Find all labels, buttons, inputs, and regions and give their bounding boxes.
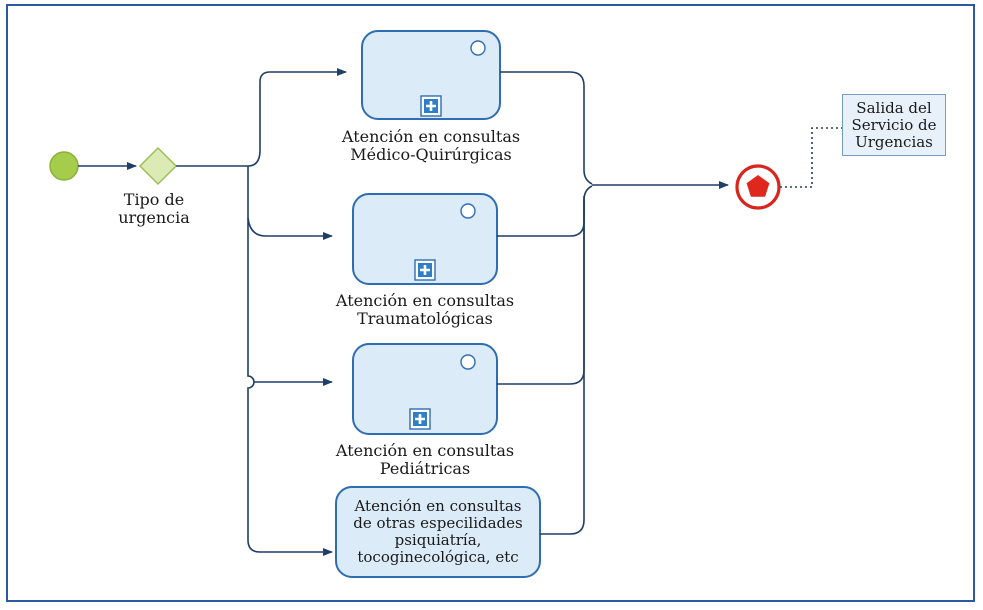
flow-from-task-trauma [497,185,593,237]
flow-to-task-medico [247,68,347,167]
task-box-medico[interactable] [361,30,501,120]
annotation-association [780,127,842,188]
task-label-trauma: Atención en consultas Traumatológicas [335,291,515,328]
flow-from-task-other [540,200,585,535]
task-boundary-event-icon [460,203,476,219]
flow-from-task-pediatric [497,196,585,385]
task-label-other: Atención en consultas de otras especilid… [353,497,523,566]
diagram-frame [6,4,975,602]
text-annotation-exit: Salida del Servicio de Urgencias [842,94,946,156]
task-box-other[interactable] [335,486,541,578]
exclusive-gateway-icon[interactable] [138,146,178,186]
flow-trunk-down [247,166,333,556]
task-boundary-event-icon [470,40,486,56]
flow-to-task-trauma [247,217,333,240]
flow-from-task-medico [500,71,593,185]
task-boundary-event-icon [460,354,476,370]
task-label-pediatric: Atención en consultas Pediátricas [335,441,515,478]
start-event-icon[interactable] [49,151,79,181]
end-event-pentagon-icon [746,175,770,197]
task-label-medico: Atención en consultas Médico-Quirúrgicas [341,127,521,164]
task-box-trauma[interactable] [352,193,498,285]
task-box-pediatric[interactable] [352,343,498,435]
gateway-label: Tipo de urgencia [118,190,190,227]
